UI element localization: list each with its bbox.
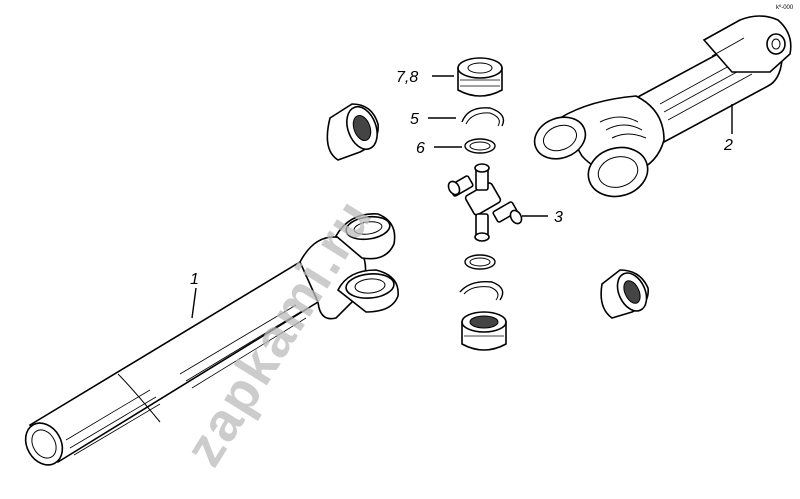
callout-3: 3 (554, 209, 563, 226)
bearing-left (326, 103, 379, 161)
leader-lines (191, 75, 733, 319)
callout-6: 6 (416, 140, 425, 157)
shaft-part-2 (533, 15, 792, 198)
callout-7-8: 7,8 (396, 69, 418, 86)
cross-part-3 (447, 163, 523, 242)
callout-2: 2 (723, 137, 733, 154)
shaft-part-1 (24, 213, 399, 466)
bearing-bottom (461, 311, 507, 351)
callout-1: 1 (190, 271, 199, 288)
snap-ring-top (461, 107, 505, 127)
seal-ring-bottom (464, 254, 496, 270)
bearing-right (600, 269, 649, 319)
callout-5: 5 (410, 111, 419, 128)
seal-ring-top (464, 138, 496, 154)
diagram-code: kº-000 (776, 4, 794, 11)
snap-ring-bottom (459, 281, 504, 301)
bearing-top (457, 57, 503, 97)
